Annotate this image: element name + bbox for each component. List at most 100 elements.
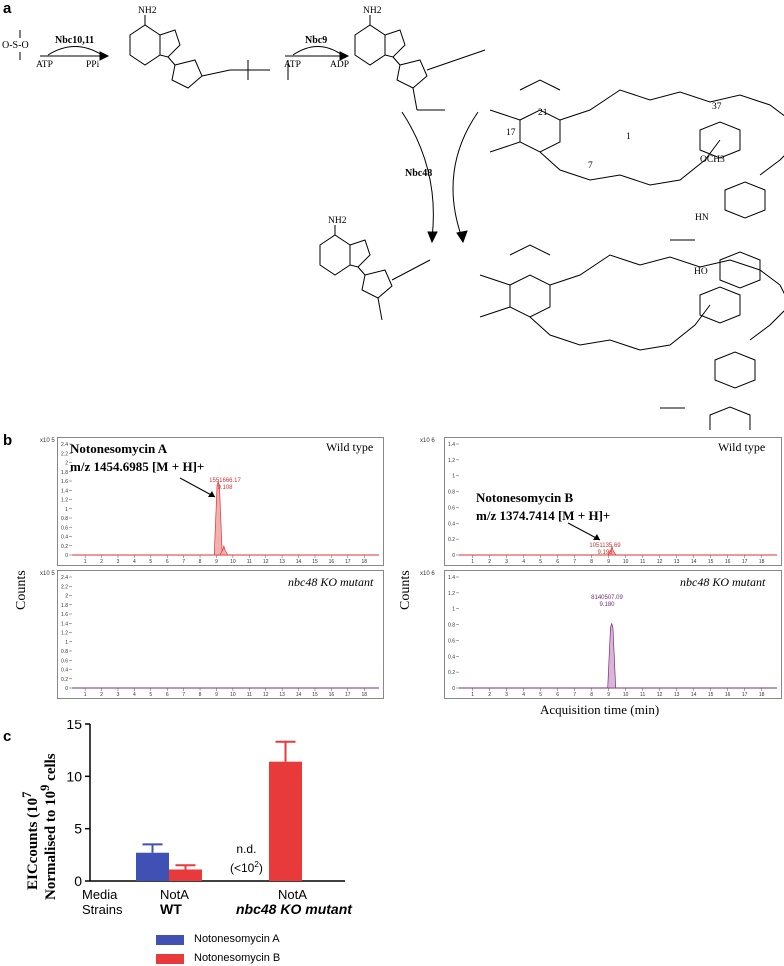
x-tick-label: 3 [117, 559, 120, 565]
x-tick-label: 13 [279, 559, 285, 565]
x-tick-label: 1 [471, 692, 474, 698]
legend-text-b: Notonesomycin B [194, 952, 281, 964]
y-tick-label: 10 [66, 768, 82, 784]
y-tick-label: 1.4 [61, 621, 68, 627]
right-mz: m/z 1374.7414 [M + H]+ [476, 508, 611, 523]
x-tick-label: 4 [133, 559, 136, 565]
y-tick-label: 2.4 [61, 575, 68, 581]
x-tick-label: 11 [640, 559, 645, 565]
left-top-exponent: x10 5 [40, 438, 55, 444]
peak [213, 480, 223, 556]
x-tick-label: 10 [230, 559, 236, 565]
atom-c1: 1 [626, 132, 631, 142]
x-tick-label: 3 [117, 692, 120, 698]
cofactor-atp-2: ATP [284, 60, 301, 70]
x-tick-label: 2 [488, 692, 491, 698]
bar [169, 869, 202, 881]
left-counts-label: Counts [14, 570, 29, 610]
x-tick-label: 13 [279, 692, 285, 698]
y-tick-label: 1.6 [61, 612, 68, 618]
x-tick-label: 17 [345, 559, 351, 565]
y-tick-label: 15 [66, 720, 82, 732]
x-tick-label: 14 [691, 559, 697, 565]
x-tick-label: 9 [215, 692, 218, 698]
y-tick-label: 0.8 [448, 623, 455, 629]
x-tick-label: 4 [133, 692, 136, 698]
x-tick-label: 6 [166, 559, 169, 565]
x-tick-label: 16 [725, 692, 731, 698]
biosynthesis-scheme: O-S-O [2, 15, 784, 430]
legend-text-a: Notonesomycin A [194, 933, 280, 945]
x-tick-label: 14 [691, 692, 697, 698]
x-tick-label: 13 [674, 559, 680, 565]
x-tick-label: 12 [263, 692, 269, 698]
right-compound-name: Notonesomycin B [476, 490, 574, 505]
y-tick-label: 0.2 [61, 677, 68, 683]
x-tick-label: 8 [199, 692, 202, 698]
legend-swatch-a [156, 935, 184, 945]
x-tick-label: 2 [488, 559, 491, 565]
y-tick-label: 0.8 [61, 649, 68, 655]
x-tick-label: 16 [725, 559, 731, 565]
x-tick-label: 15 [708, 559, 714, 565]
x-tick-label: 11 [247, 559, 252, 565]
y-tick-label: 0.8 [61, 516, 68, 522]
x-tick-label: 12 [657, 559, 663, 565]
media-wt: NotA [160, 887, 189, 902]
x-tick-label: 1 [84, 692, 87, 698]
atom-nh2-1: NH2 [138, 6, 157, 16]
x-tick-label: 9 [607, 559, 610, 565]
x-tick-label: 3 [505, 559, 508, 565]
y-tick-label: 1 [65, 640, 68, 646]
x-tick-label: 18 [361, 559, 367, 565]
x-tick-label: 9 [215, 559, 218, 565]
y-tick-label: 0.4 [61, 668, 68, 674]
strain-wt: WT [160, 901, 182, 917]
bar [136, 852, 169, 881]
y-tick-label: 0.2 [448, 670, 455, 676]
x-tick-label: 13 [674, 692, 680, 698]
y-tick-label: 0.6 [448, 638, 455, 644]
x-tick-label: 14 [296, 692, 302, 698]
x-tick-label: 17 [345, 692, 351, 698]
x-tick-label: 7 [573, 559, 576, 565]
right-top-exponent: x10 6 [420, 438, 435, 444]
atom-hn: HN [695, 213, 709, 223]
cofactor-adp: ADP [330, 60, 350, 70]
x-tick-label: 10 [623, 559, 629, 565]
y-tick-label: 2.2 [61, 584, 68, 590]
y-tick-label: 1.2 [448, 591, 455, 597]
atom-c17: 17 [506, 128, 516, 138]
x-tick-label: 18 [361, 692, 367, 698]
x-tick-label: 6 [556, 692, 559, 698]
x-tick-label: 10 [230, 692, 236, 698]
x-tick-label: 2 [100, 559, 103, 565]
peak [607, 545, 617, 556]
x-tick-label: 11 [640, 692, 645, 698]
x-tick-label: 17 [742, 559, 748, 565]
left-bottom-exponent: x10 5 [40, 571, 55, 577]
y-tick-label: 1.6 [61, 479, 68, 485]
y-tick-label: 1.8 [61, 603, 68, 609]
atom-ho: HO [694, 267, 708, 277]
y-tick-label: 2.2 [61, 451, 68, 457]
x-tick-label: 1 [471, 559, 474, 565]
x-tick-label: 5 [539, 559, 542, 565]
x-tick-label: 2 [100, 692, 103, 698]
y-tick-label: 1.2 [61, 498, 68, 504]
enzyme-nbc9: Nbc9 [305, 35, 328, 46]
y-tick-label: 2.4 [61, 442, 68, 448]
right-counts-label: Counts [398, 570, 413, 610]
y-tick-label: 0.2 [61, 544, 68, 550]
strains-row-label: Strains [82, 902, 123, 917]
enzyme-nbc48: Nbc48 [405, 168, 433, 179]
y-tick-label: 1.4 [448, 575, 455, 581]
